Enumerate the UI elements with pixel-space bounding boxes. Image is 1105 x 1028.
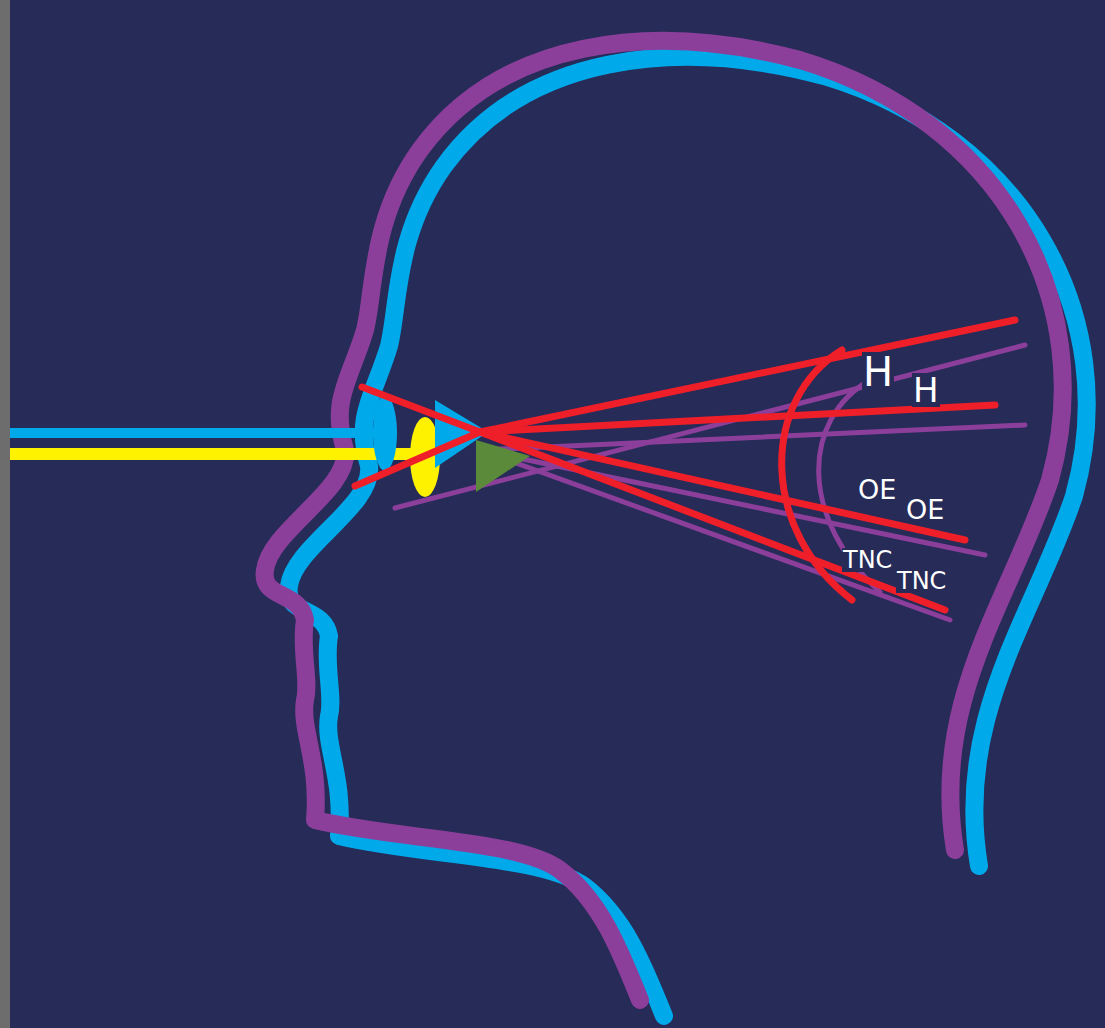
part-label: H [862,352,894,392]
part-label: OE [905,496,945,523]
head-outline-blue [289,57,1087,1016]
ray-purple [480,450,950,620]
side-strip [0,0,10,1028]
light-beam-blue [10,428,385,438]
ray-red [480,320,1015,432]
head-outline-purple [265,41,1063,1000]
part-label: H [912,373,940,407]
ray-red [362,387,480,432]
part-label: TNC [842,548,893,572]
light-beam-yellow [10,448,420,460]
ray-red [480,405,995,432]
part-label: TNC [896,569,947,593]
part-label: OE [857,476,897,503]
ray-red [355,432,480,486]
cornea [373,395,397,471]
ray-red [480,432,945,610]
